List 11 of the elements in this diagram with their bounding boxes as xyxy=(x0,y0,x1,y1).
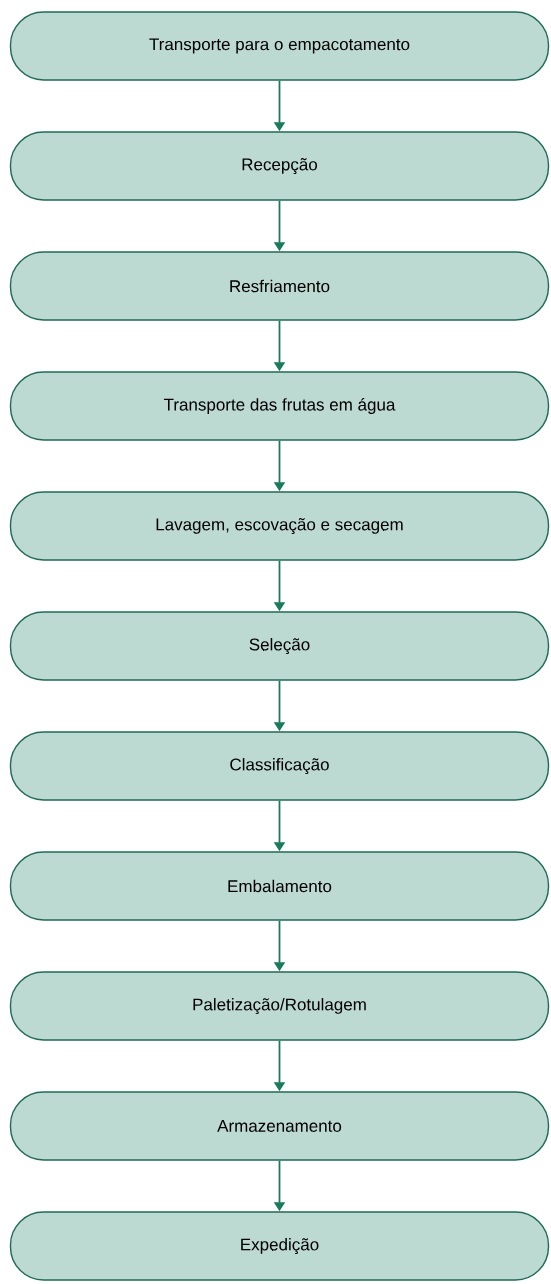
process-box: Resfriamento xyxy=(9,251,550,321)
process-box: Seleção xyxy=(9,611,550,681)
process-box: Expedição xyxy=(9,1211,550,1281)
process-box: Armazenamento xyxy=(9,1091,550,1161)
process-box: Lavagem, escovação e secagem xyxy=(9,491,550,561)
process-box: Transporte das frutas em água xyxy=(9,371,550,441)
process-box: Transporte para o empacotamento xyxy=(9,11,550,81)
process-box: Paletização/Rotulagem xyxy=(9,971,550,1041)
process-box: Recepção xyxy=(9,131,550,201)
process-box: Classificação xyxy=(9,731,550,801)
process-box: Embalamento xyxy=(9,851,550,921)
